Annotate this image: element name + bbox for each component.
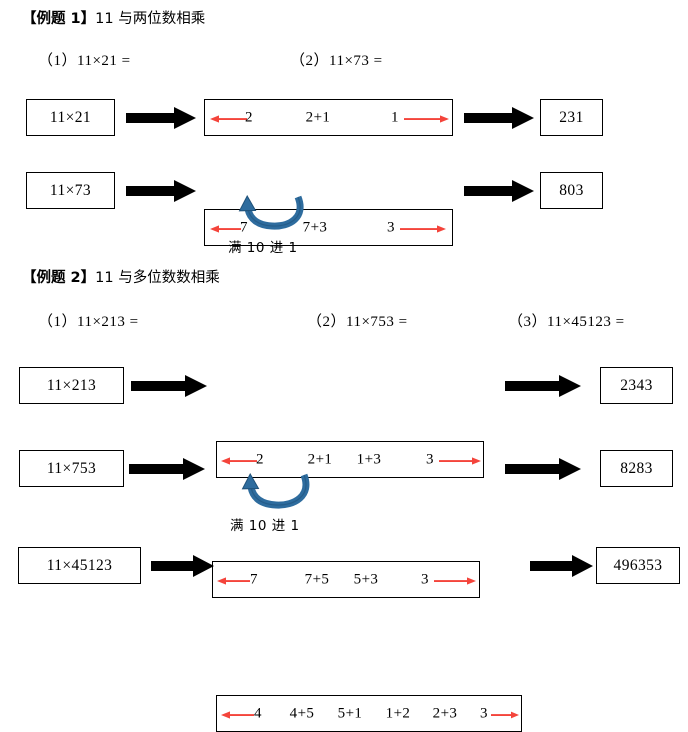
example-2-heading: 【例题 2】11 与多位数数相乘: [22, 270, 220, 286]
result-box-11x753: 8283: [600, 450, 673, 487]
expansion-box-11x45123: 4 4+5 5+1 1+2 2+3 3: [216, 695, 522, 732]
term: 5+3: [353, 571, 379, 587]
carry-label-11x753: 满 10 进 1: [230, 518, 300, 534]
term: 5+1: [337, 705, 363, 721]
term: 2: [256, 451, 264, 467]
right-block-arrow: [505, 375, 581, 397]
terms-11x45123: 4 4+5 5+1 1+2 2+3 3: [217, 696, 521, 731]
term: 7+5: [304, 571, 330, 587]
source-box-11x21: 11×21: [26, 99, 115, 136]
result-box-11x21: 231: [540, 99, 603, 136]
term: 3: [480, 705, 488, 721]
right-block-arrow: [530, 555, 593, 577]
terms-11x21: 2 2+1 1: [205, 100, 452, 135]
term: 3: [387, 219, 395, 235]
terms-11x753: 7 7+5 5+3 3: [213, 562, 479, 597]
example-1-problem-2: （2）11×73 =: [290, 53, 383, 69]
terms-11x213: 2 2+1 1+3 3: [217, 442, 483, 477]
red-left-arrow: [210, 112, 247, 130]
term: 4+5: [289, 705, 315, 721]
term: 1: [391, 109, 399, 125]
right-block-arrow: [151, 555, 214, 577]
right-block-arrow: [464, 180, 534, 202]
term: 1+3: [356, 451, 382, 467]
example-1-problem-1: （1）11×21 =: [38, 53, 131, 69]
expansion-box-11x213: 2 2+1 1+3 3: [216, 441, 484, 478]
red-right-arrow: [434, 574, 476, 592]
term: 7: [250, 571, 258, 587]
red-right-arrow: [439, 454, 481, 472]
blue-carry-arc: [232, 194, 308, 231]
right-block-arrow: [129, 458, 205, 480]
expansion-box-11x21: 2 2+1 1: [204, 99, 453, 136]
red-right-arrow: [491, 708, 519, 726]
example-2-problem-3: （3）11×45123 =: [508, 314, 625, 330]
example-1-title: 11 与两位数相乘: [95, 11, 206, 27]
term: 2+3: [432, 705, 458, 721]
term: 2: [245, 109, 253, 125]
example-1-tag: 【例题 1】: [22, 11, 96, 27]
example-2-tag: 【例题 2】: [22, 270, 96, 286]
term: 3: [426, 451, 434, 467]
right-block-arrow: [126, 107, 196, 129]
result-box-11x213: 2343: [600, 367, 673, 404]
expansion-box-11x73: 7 7+3 3: [204, 209, 453, 246]
red-right-arrow: [400, 222, 446, 240]
example-1-heading: 【例题 1】11 与两位数相乘: [22, 11, 205, 27]
term: 2+1: [305, 109, 331, 125]
term: 3: [421, 571, 429, 587]
result-box-11x73: 803: [540, 172, 603, 209]
right-block-arrow: [464, 107, 534, 129]
example-2-title: 11 与多位数数相乘: [95, 270, 220, 286]
right-block-arrow: [131, 375, 207, 397]
source-box-11x753: 11×753: [19, 450, 124, 487]
term: 7+3: [302, 219, 328, 235]
right-block-arrow: [126, 180, 196, 202]
source-box-11x73: 11×73: [26, 172, 115, 209]
right-block-arrow: [505, 458, 581, 480]
red-left-arrow: [217, 574, 250, 592]
blue-carry-arc: [234, 472, 314, 510]
terms-11x73: 7 7+3 3: [205, 210, 452, 245]
carry-label-11x73: 满 10 进 1: [228, 240, 298, 256]
term: 4: [254, 705, 262, 721]
term: 1+2: [385, 705, 411, 721]
result-box-11x45123: 496353: [596, 547, 680, 584]
red-right-arrow: [404, 112, 449, 130]
source-box-11x45123: 11×45123: [18, 547, 141, 584]
expansion-box-11x753: 7 7+5 5+3 3: [212, 561, 480, 598]
example-2-problem-1: （1）11×213 =: [38, 314, 139, 330]
term: 7: [240, 219, 248, 235]
source-box-11x213: 11×213: [19, 367, 124, 404]
example-2-problem-2: （2）11×753 =: [307, 314, 408, 330]
term: 2+1: [307, 451, 333, 467]
red-left-arrow: [221, 454, 257, 472]
red-left-arrow: [210, 222, 241, 240]
